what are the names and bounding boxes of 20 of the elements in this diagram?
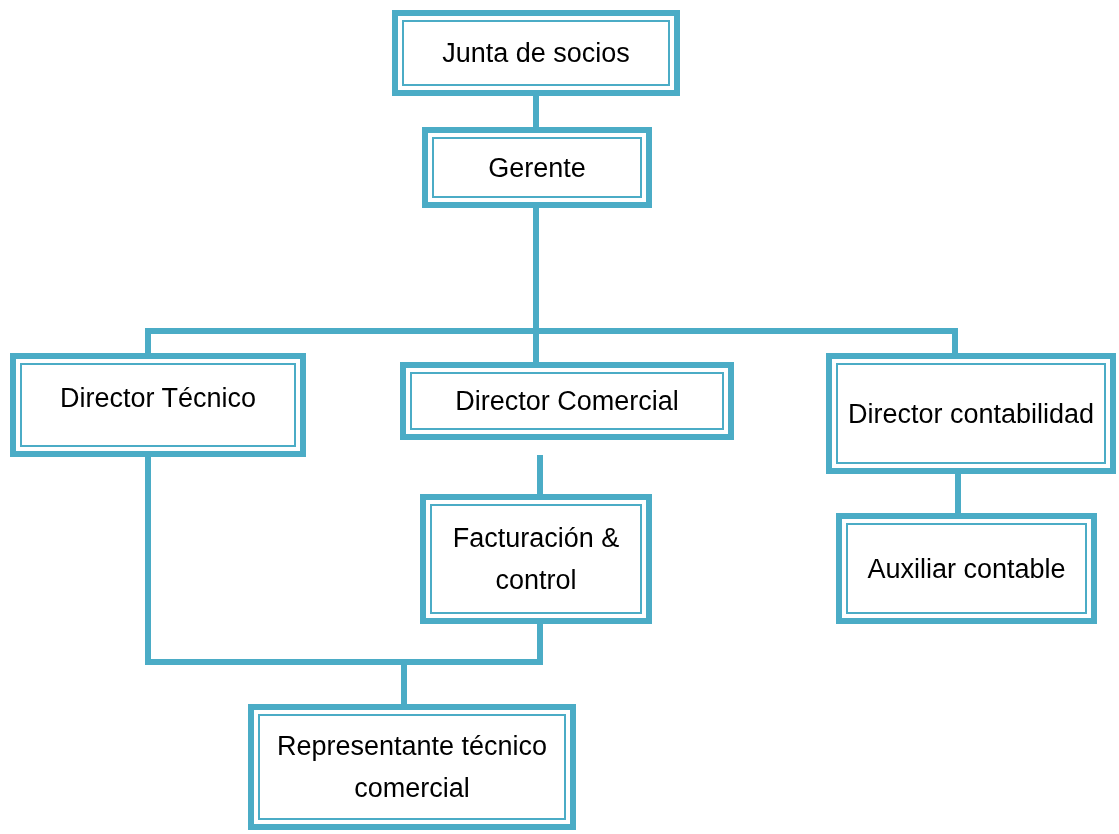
org-box	[248, 704, 576, 830]
connector-line	[401, 624, 543, 704]
role-label: Junta de socios	[442, 37, 630, 70]
connector-line	[533, 96, 539, 127]
org-box	[826, 353, 1116, 474]
role-label: Gerente	[488, 151, 586, 185]
role-label: Facturación & control	[451, 522, 621, 597]
org-box	[836, 513, 1097, 624]
role-label: Representante técnico comercial	[275, 730, 549, 805]
connector-line	[955, 474, 961, 513]
role-label: Director contabilidad	[847, 397, 1095, 431]
role-label: Auxiliar contable	[867, 552, 1066, 586]
connector-line	[537, 455, 543, 494]
role-label: Director Técnico	[59, 382, 257, 415]
role-label: Director Comercial	[455, 385, 679, 418]
org-box	[400, 362, 734, 440]
org-box	[420, 494, 652, 624]
org-box	[10, 353, 306, 457]
org-box	[422, 127, 652, 208]
org-box	[392, 10, 680, 96]
